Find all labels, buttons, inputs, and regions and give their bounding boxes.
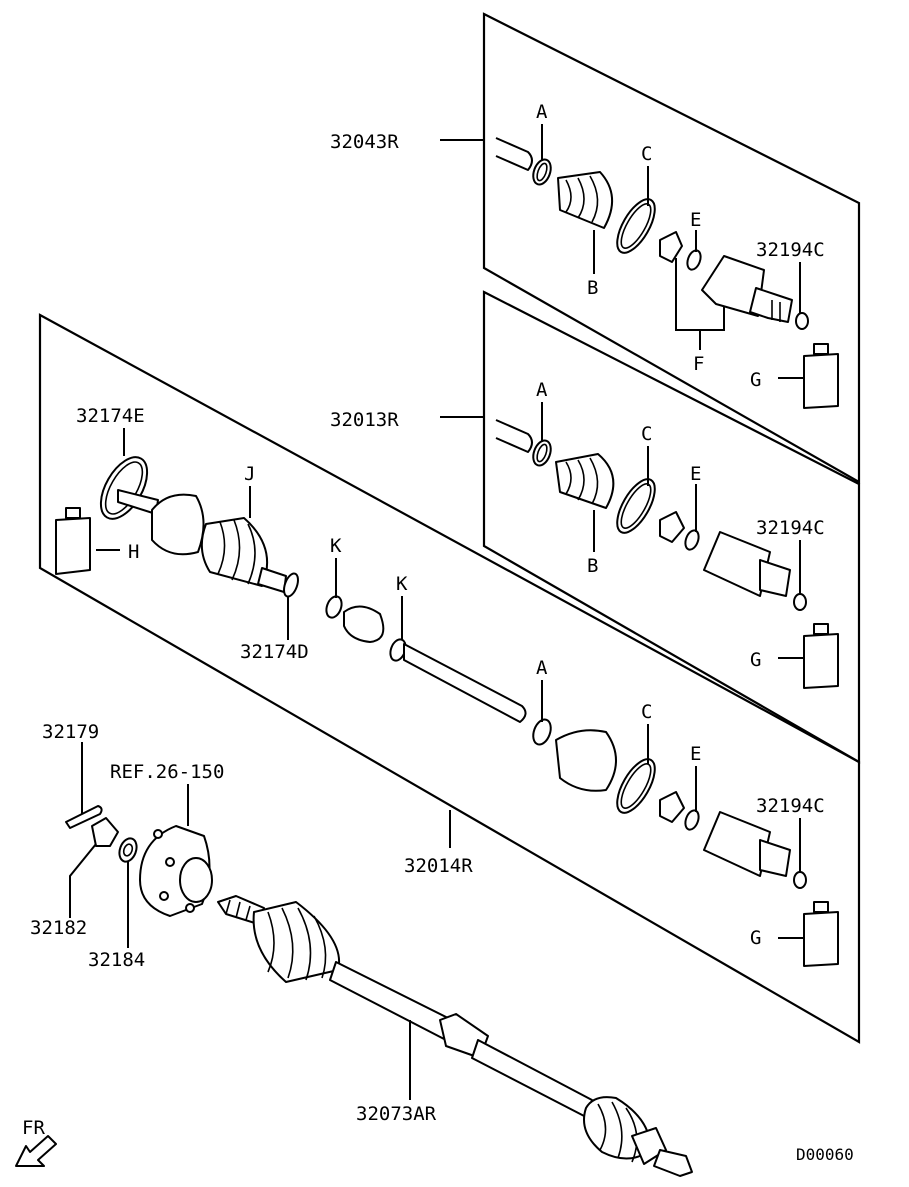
assembly-label-32013R: 32013R <box>330 409 399 431</box>
callout-A: A <box>536 657 548 679</box>
panel-frame-top <box>482 12 861 484</box>
callout-B: B <box>587 555 598 577</box>
callout-E: E <box>690 743 701 765</box>
main-shaft-32073AR: 32073AR <box>217 895 693 1177</box>
part-label-32073AR: 32073AR <box>356 1103 437 1125</box>
hub-parts: 32179 REF.26-150 32182 32184 <box>30 721 224 971</box>
panel-32014R: 32014R 32174E H J K K 32174D A C E 32194… <box>55 405 839 967</box>
callout-G: G <box>750 369 761 391</box>
callout-32194C: 32194C <box>756 239 825 261</box>
callout-G: G <box>750 927 761 949</box>
callout-H: H <box>128 541 139 563</box>
callout-B: B <box>587 277 598 299</box>
callout-32174E: 32174E <box>76 405 145 427</box>
part-label-32179: 32179 <box>42 721 99 743</box>
assembly-label-32014R: 32014R <box>404 855 473 877</box>
callout-J: J <box>244 463 255 485</box>
direction-label: FR <box>22 1117 45 1139</box>
callout-E: E <box>690 209 701 231</box>
callout-K: K <box>396 573 408 595</box>
callout-32194C: 32194C <box>756 795 825 817</box>
panel-32043R: 32043R A B C E F 32194C G <box>330 101 839 409</box>
callout-F: F <box>693 353 704 375</box>
callout-A: A <box>536 379 548 401</box>
panel-frame-large <box>38 313 861 1044</box>
callout-C: C <box>641 143 652 165</box>
arrow-icon <box>15 1135 57 1167</box>
callout-E: E <box>690 463 701 485</box>
callout-32174D: 32174D <box>240 641 309 663</box>
drawing-code: D00060 <box>796 1145 854 1164</box>
assembly-label-32043R: 32043R <box>330 131 399 153</box>
callout-32194C: 32194C <box>756 517 825 539</box>
part-label-32182: 32182 <box>30 917 87 939</box>
callout-C: C <box>641 701 652 723</box>
part-label-32184: 32184 <box>88 949 145 971</box>
direction-indicator: FR <box>15 1117 57 1167</box>
panel-32013R: 32013R A B C E 32194C G <box>330 379 839 689</box>
callout-G: G <box>750 649 761 671</box>
callout-C: C <box>641 423 652 445</box>
part-label-ref-26-150: REF.26-150 <box>110 761 224 783</box>
callout-K: K <box>330 535 342 557</box>
callout-A: A <box>536 101 548 123</box>
